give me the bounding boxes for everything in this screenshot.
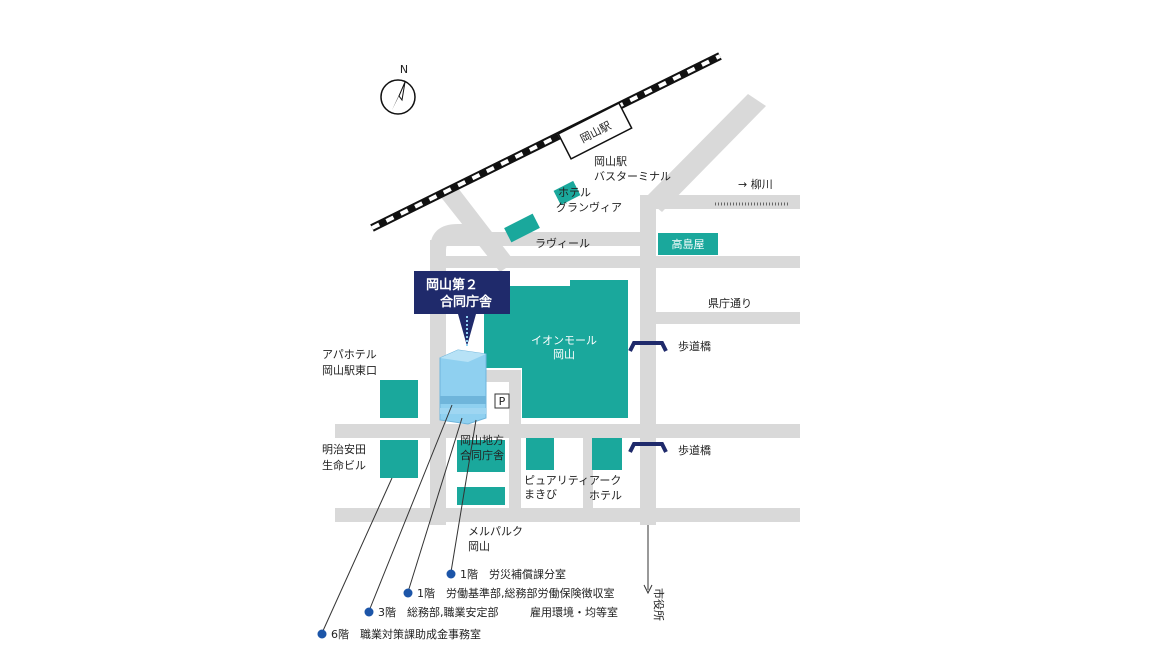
ark-hotel-block	[592, 438, 622, 470]
floor-dot-4	[317, 629, 327, 639]
mielparque-block	[457, 487, 505, 505]
kencho-dori-label: 県庁通り	[708, 296, 752, 310]
floor-note-2: 1階 労働基準部,総務部労働保険徴収室	[417, 586, 615, 600]
parking-icon	[494, 393, 510, 409]
compass: N	[380, 63, 416, 115]
apa-hotel-line2: 岡山駅東口	[322, 364, 377, 377]
road-bottom	[335, 508, 800, 522]
road-top-right	[640, 195, 800, 209]
chiho-godo-block	[457, 440, 505, 472]
takashimaya-label: 高島屋	[672, 237, 705, 251]
aeon-mall-line1: イオンモール	[531, 334, 597, 347]
station-sign: 岡山駅	[557, 102, 633, 160]
beauty-makibi-line1: ピュアリティ	[524, 474, 589, 487]
apa-hotel-block	[380, 380, 418, 418]
road-right-vertical	[640, 195, 656, 525]
floor-note-3: 3階 総務部,職業安定部	[378, 605, 499, 619]
bus-terminal-line1: 岡山駅	[594, 155, 627, 168]
mielparque-line2: 岡山	[468, 540, 490, 553]
target-header-box	[414, 271, 510, 314]
floor-dots	[317, 569, 456, 639]
ark-hotel-line2: ホテル	[589, 489, 622, 502]
meiji-yasuda-line1: 明治安田	[322, 442, 366, 456]
pedestrian-bridge-2-icon	[628, 442, 668, 453]
lavial-label: ラヴィール	[535, 236, 590, 250]
railway	[370, 52, 722, 232]
chiho-godo-line2: 合同庁舎	[460, 448, 504, 462]
leader-lines	[321, 404, 477, 634]
buildings	[380, 180, 718, 505]
bus-terminal-line2: バスターミナル	[594, 170, 671, 183]
beauty-makibi-line2: まきび	[524, 488, 557, 501]
road-lavial	[445, 232, 655, 246]
ark-hotel-line1: アーク	[589, 474, 621, 487]
lavial-block	[504, 213, 540, 243]
pedestrian-bridge-1-icon	[628, 341, 668, 352]
floor-dot-3	[364, 607, 374, 617]
chiho-godo-line1: 岡山地方	[460, 433, 504, 447]
takashimaya-block	[658, 233, 718, 255]
floor-dot-1	[446, 569, 456, 579]
meiji-yasuda-line2: 生命ビル	[322, 458, 366, 472]
target-building-line1: 岡山第２	[426, 277, 478, 293]
aeon-mall-line2: 岡山	[553, 348, 575, 361]
compass-circle	[380, 79, 416, 115]
floor-note-1: 1階 労災補償課分室	[460, 567, 566, 581]
floor-dot-2	[403, 588, 413, 598]
pedestrian-bridge-1-label: 歩道橋	[678, 339, 711, 353]
city-hall-arrow	[643, 525, 653, 595]
arrow-down-icon	[643, 584, 653, 595]
aeon-mall-block	[484, 280, 628, 418]
floor-note-3-extra: 雇用環境・均等室	[530, 605, 618, 619]
road-lower-middle	[583, 438, 593, 518]
road-parking-lane	[509, 370, 521, 520]
hotel-granvia-block	[553, 180, 581, 206]
hotel-granvia-line1: ホテル	[558, 186, 591, 199]
city-hall-label: 市役所	[652, 588, 666, 621]
road-kencho-dori	[655, 312, 800, 324]
beauty-makibi-block	[526, 438, 554, 470]
road-middle	[335, 424, 800, 438]
road-diagonal-station	[440, 188, 515, 272]
mielparque-line1: メルパルク	[468, 525, 523, 538]
meiji-yasuda-block	[380, 440, 418, 478]
direction-yanagawa: → 柳川	[738, 177, 773, 191]
hotel-granvia-line2: グランヴィア	[556, 200, 622, 214]
compass-north-label: N	[400, 63, 408, 76]
road-takashimaya	[445, 256, 800, 268]
target-building-line2: 合同庁舎	[440, 294, 493, 310]
pedestrian-bridge-2-label: 歩道橋	[678, 443, 711, 457]
apa-hotel-line1: アパホテル	[322, 348, 377, 361]
road-diagonal-upper-right	[645, 94, 766, 212]
floor-note-4: 6階 職業対策課助成金事務室	[331, 627, 481, 641]
parking-label: P	[499, 395, 506, 408]
